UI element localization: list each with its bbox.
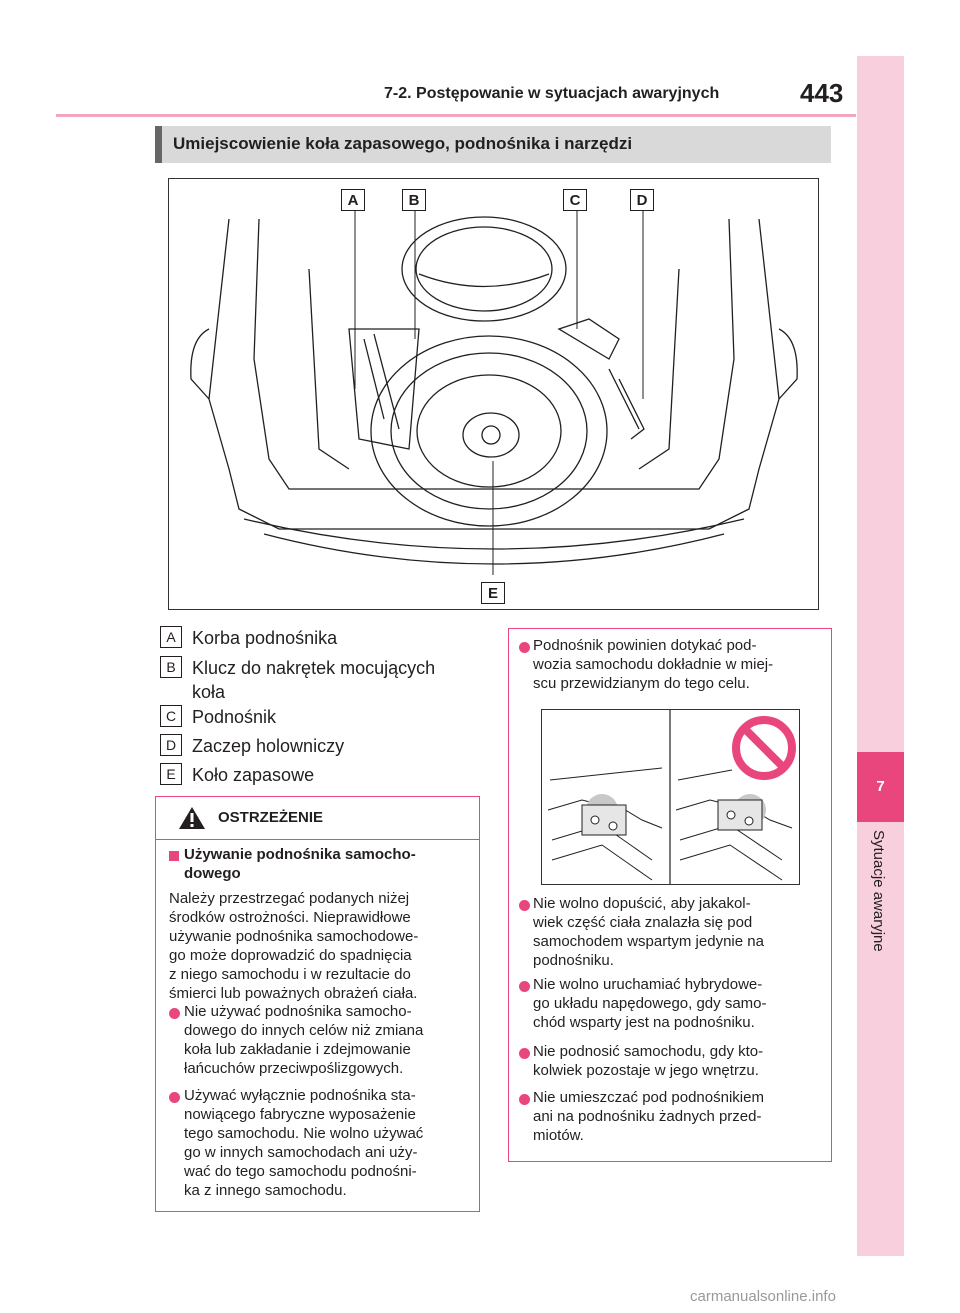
legend-text: Koło zapasowe	[192, 765, 315, 785]
caution-bullet-4: Nie podnosić samochodu, gdy kto- kolwiek…	[533, 1042, 763, 1080]
caution-bullet-5: Nie umieszczać pod podnośnikiem ani na p…	[533, 1088, 764, 1145]
legend-key: E	[160, 763, 182, 785]
watermark: carmanualsonline.info	[690, 1288, 836, 1305]
warning-intro: Należy przestrzegać podanych niżej środk…	[169, 889, 418, 1003]
warning-title: OSTRZEŻENIE	[218, 809, 324, 826]
running-header: 7-2. Postępowanie w sytuacjach awaryjnyc…	[384, 85, 720, 102]
text-line: Nie wolno dopuścić, aby jakakol-	[533, 895, 751, 912]
figure-label-a: A	[341, 189, 365, 211]
section-title-bar: Umiejscowienie koła zapasowego, podnośni…	[155, 126, 831, 163]
legend-key: C	[160, 705, 182, 727]
trunk-illustration: A B C D E	[168, 178, 819, 610]
warning-box: OSTRZEŻENIE Używanie podnośnika samocho-…	[155, 796, 480, 1212]
warning-header: OSTRZEŻENIE	[156, 797, 479, 840]
text-line: go może doprowadzić do spadnięcia	[169, 947, 412, 964]
jack-placement-drawing	[547, 710, 793, 884]
text-line: Należy przestrzegać podanych niżej	[169, 890, 410, 907]
bullet-icon	[519, 1048, 530, 1059]
text-line: go w innych samochodach ani uży-	[184, 1144, 418, 1161]
caution-bullet-3: Nie wolno uruchamiać hybrydowe- go układ…	[533, 975, 767, 1032]
legend-item: B Klucz do nakrętek mocujących koła	[160, 656, 435, 704]
side-tab	[857, 56, 904, 1256]
text-line: kolwiek pozostaje w jego wnętrzu.	[533, 1062, 759, 1079]
legend-text-line: Klucz do nakrętek mocujących	[192, 658, 436, 678]
trunk-drawing	[190, 211, 798, 575]
prohibited-icon	[732, 716, 796, 780]
text-line: dowego	[184, 865, 241, 882]
text-line: ani na podnośniku żadnych przed-	[533, 1108, 762, 1125]
figure-label-c: C	[563, 189, 587, 211]
legend-text: Podnośnik	[192, 707, 277, 727]
figure-label-d: D	[630, 189, 654, 211]
text-line: samochodem wspartym jedynie na	[533, 933, 764, 950]
text-line: Nie podnosić samochodu, gdy kto-	[533, 1043, 764, 1060]
legend-text: Zaczep holowniczy	[192, 736, 345, 756]
text-line: Nie umieszczać pod podnośnikiem	[533, 1089, 764, 1106]
text-line: Używać wyłącznie podnośnika sta-	[184, 1087, 416, 1104]
subheading-square-icon	[169, 851, 179, 861]
legend-text-line: koła	[192, 682, 226, 702]
text-line: środków ostrożności. Nieprawidłowe	[169, 909, 411, 926]
jack-caution-box: Podnośnik powinien dotykać pod- wozia sa…	[508, 628, 832, 1162]
text-line: scu przewidzianym do tego celu.	[533, 675, 750, 692]
legend-text: Klucz do nakrętek mocujących koła	[192, 656, 435, 704]
text-line: miotów.	[533, 1127, 584, 1144]
legend-item: C Podnośnik	[160, 705, 276, 729]
text-line: z niego samochodu i w rezultacie do	[169, 966, 411, 983]
text-line: ka z innego samochodu.	[184, 1182, 347, 1199]
warning-bullet-2: Używać wyłącznie podnośnika sta- nowiące…	[184, 1086, 423, 1200]
caution-bullet-1: Podnośnik powinien dotykać pod- wozia sa…	[533, 636, 773, 693]
text-line: Nie używać podnośnika samocho-	[184, 1003, 412, 1020]
text-line: używanie podnośnika samochodowe-	[169, 928, 419, 945]
text-line: go układu napędowego, gdy samo-	[533, 995, 767, 1012]
text-line: łańcuchów przeciwpoślizgowych.	[184, 1060, 404, 1077]
bullet-icon	[169, 1008, 180, 1019]
text-line: wozia samochodu dokładnie w miej-	[533, 656, 774, 673]
text-line: Nie wolno uruchamiać hybrydowe-	[533, 976, 763, 993]
chapter-label-tab: Sytuacje awaryjne	[870, 830, 887, 952]
legend-text: Korba podnośnika	[192, 628, 338, 648]
text-line: śmierci lub poważnych obrażeń ciała.	[169, 985, 418, 1002]
text-line: Używanie podnośnika samocho-	[184, 846, 416, 863]
text-line: nowiącego fabryczne wyposażenie	[184, 1106, 416, 1123]
bullet-icon	[519, 900, 530, 911]
text-line: koła lub zakładanie i zdejmowanie	[184, 1041, 411, 1058]
text-line: chód wsparty jest na podnośniku.	[533, 1014, 755, 1031]
text-line: Podnośnik powinien dotykać pod-	[533, 637, 757, 654]
bullet-icon	[519, 642, 530, 653]
bullet-icon	[169, 1092, 180, 1103]
header-rule	[56, 114, 856, 117]
figure-label-e: E	[481, 582, 505, 604]
bullet-icon	[519, 1094, 530, 1105]
chapter-number-tab: 7	[857, 752, 904, 822]
legend-item: D Zaczep holowniczy	[160, 734, 344, 758]
legend-key: D	[160, 734, 182, 756]
caution-bullet-2: Nie wolno dopuścić, aby jakakol- wiek cz…	[533, 894, 764, 970]
bullet-icon	[519, 981, 530, 992]
legend-key: B	[160, 656, 182, 678]
section-bar-accent	[155, 126, 162, 163]
text-line: wać do tego samochodu podnośni-	[184, 1163, 417, 1180]
legend-item: E Koło zapasowe	[160, 763, 314, 787]
figure-label-b: B	[402, 189, 426, 211]
legend-item: A Korba podnośnika	[160, 626, 337, 650]
section-title: Umiejscowienie koła zapasowego, podnośni…	[173, 134, 633, 153]
text-line: tego samochodu. Nie wolno używać	[184, 1125, 424, 1142]
text-line: podnośniku.	[533, 952, 614, 969]
warning-subheading: Używanie podnośnika samocho- dowego	[184, 845, 416, 883]
text-line: dowego do innych celów niż zmiana	[184, 1022, 424, 1039]
warning-bullet-1: Nie używać podnośnika samocho- dowego do…	[184, 1002, 423, 1078]
page-number: 443	[800, 78, 844, 108]
legend-key: A	[160, 626, 182, 648]
jack-placement-illustration	[541, 709, 800, 885]
warning-triangle-icon	[179, 807, 205, 829]
text-line: wiek część ciała znalazła się pod	[533, 914, 753, 931]
